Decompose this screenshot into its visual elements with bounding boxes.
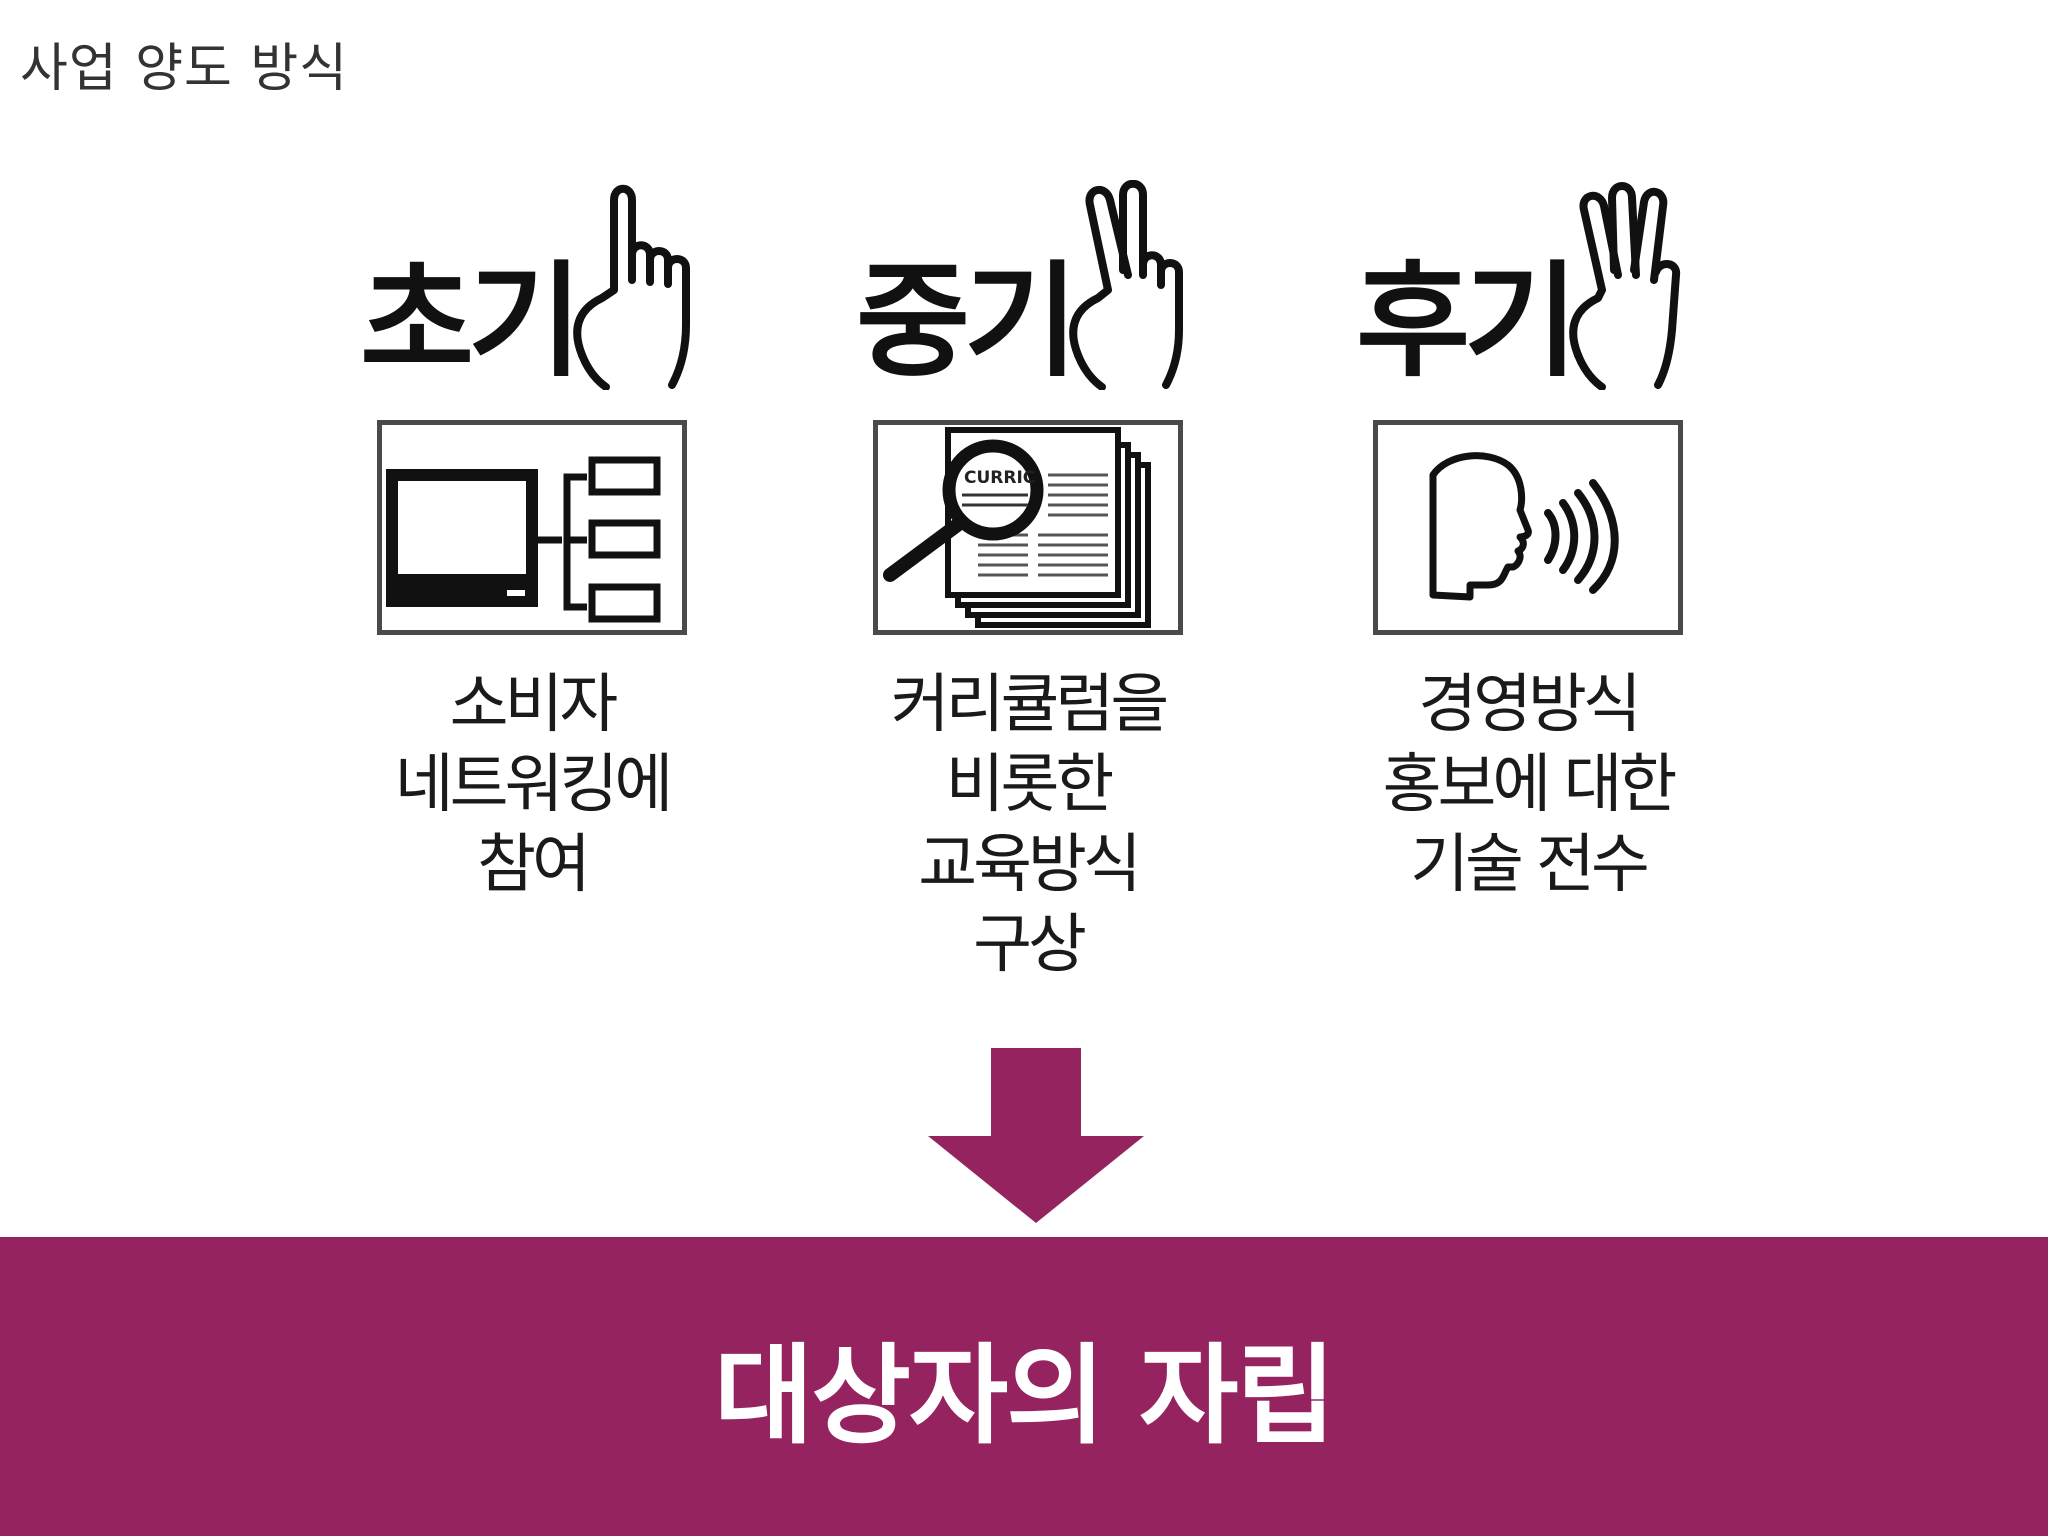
description-line: 홍보에 대한 <box>1382 748 1678 822</box>
two-finger-hand-icon <box>1069 180 1183 390</box>
description-line: 기술 전수 <box>1410 828 1650 902</box>
stage-description: 소비자 네트워킹에 참여 <box>322 665 742 905</box>
description-line: 소비자 <box>449 668 619 742</box>
computer-network-icon <box>386 456 661 623</box>
stage-header: 후기 <box>1318 170 1738 390</box>
curriculum-icon-box: CURRIC <box>873 420 1183 635</box>
one-finger-hand-icon <box>573 184 690 390</box>
speaking-head-icon <box>1429 452 1619 601</box>
stage-title: 중기 <box>856 250 1078 394</box>
stage-description: 경영방식 홍보에 대한 기술 전수 <box>1318 665 1738 905</box>
description-line: 커리큘럼을 <box>890 668 1169 742</box>
description-line: 네트워킹에 <box>394 748 673 822</box>
curriculum-label: CURRIC <box>964 468 1035 488</box>
computer-network-icon-box <box>377 420 687 635</box>
description-line: 참여 <box>477 828 591 902</box>
stage-description: 커리큘럼을 비롯한 교육방식 구상 <box>818 665 1238 985</box>
slide-title: 사업 양도 방식 <box>20 39 349 99</box>
result-text: 대상자의 자립 <box>714 1333 1336 1459</box>
description-line: 경영방식 <box>1418 668 1642 742</box>
stage-late: 후기 경영방식 홍보에 대한 기술 전수 <box>1318 170 1738 1010</box>
stage-title: 후기 <box>1356 250 1578 394</box>
description-line: 구상 <box>973 908 1087 982</box>
stage-header: 초기 <box>322 170 742 390</box>
result-banner: 대상자의 자립 <box>0 1237 2048 1536</box>
three-finger-hand-icon <box>1569 182 1681 390</box>
stage-middle: 중기 CURRIC <box>818 170 1238 1010</box>
description-line: 비롯한 <box>945 748 1115 822</box>
curriculum-magnifier-icon: CURRIC <box>883 427 1151 628</box>
down-arrow-icon <box>928 1048 1144 1223</box>
stage-title: 초기 <box>360 250 582 394</box>
stage-header: 중기 <box>818 170 1238 390</box>
speaking-head-icon-box <box>1373 420 1683 635</box>
description-line: 교육방식 <box>918 828 1142 902</box>
stage-early: 초기 소비자 네트워킹에 참여 <box>322 170 742 1010</box>
